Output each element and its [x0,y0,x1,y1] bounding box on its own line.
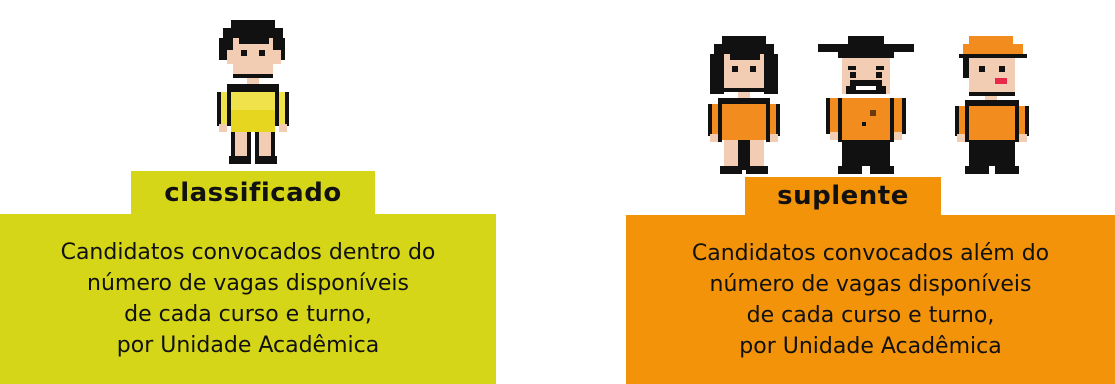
desc-classificado: Candidatos convocados dentro do número d… [0,214,496,384]
label-classificado: classificado [131,171,375,214]
desc-classificado-line: Candidatos convocados dentro do [60,240,436,265]
desc-suplente-line: de cada curso e turno, [746,302,995,328]
desc-suplente-line: número de vagas disponíveis [709,271,1032,297]
label-suplente: suplente [745,177,941,215]
pixel-student-hat-orange-icon [818,36,914,174]
desc-suplente-line: Candidatos convocados além do [691,240,1050,266]
panel-suplente: suplente Candidatos convocados além do n… [560,0,1115,384]
desc-suplente: Candidatos convocados além do número de … [626,215,1115,384]
desc-classificado-line: por Unidade Acadêmica [116,333,380,358]
panel-classificado: classificado Candidatos convocados dentr… [0,20,496,384]
desc-classificado-line: de cada curso e turno, [124,302,372,327]
desc-classificado-line: número de vagas disponíveis [87,271,409,296]
pixel-student-cap-orange-icon [955,36,1029,174]
desc-suplente-line: por Unidade Acadêmica [739,333,1002,359]
pixel-student-girl-orange-icon [708,36,780,174]
pixel-student-yellow-icon [217,20,289,166]
